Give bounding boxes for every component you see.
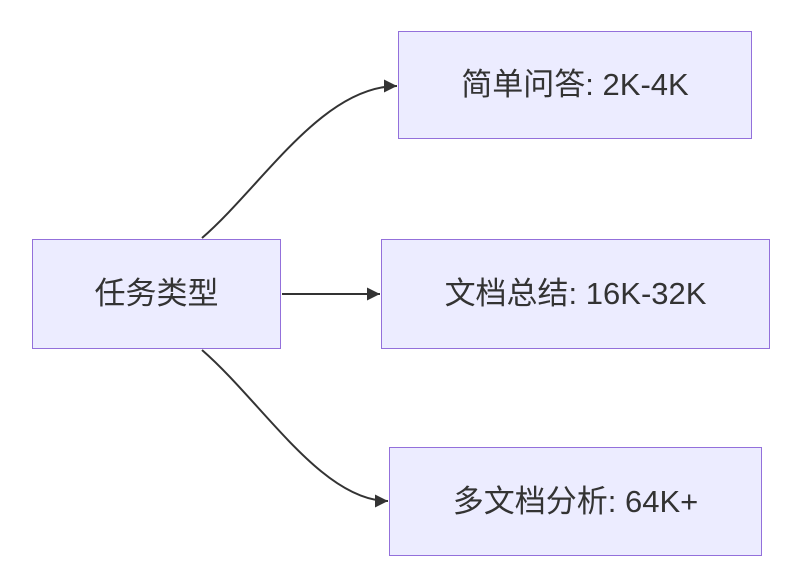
edge-root-to-multi-doc [201,349,389,508]
node-doc-summary: 文档总结: 16K-32K [381,239,770,349]
node-doc-summary-label: 文档总结: 16K-32K [444,276,707,312]
node-multi-doc-label: 多文档分析: 64K+ [452,483,699,519]
edge-root-to-simple-qa [201,79,398,239]
node-simple-qa: 简单问答: 2K-4K [398,31,752,139]
node-task-type-label: 任务类型 [94,276,219,312]
node-task-type: 任务类型 [32,239,281,349]
node-simple-qa-label: 简单问答: 2K-4K [461,67,689,103]
node-multi-doc: 多文档分析: 64K+ [389,447,762,556]
